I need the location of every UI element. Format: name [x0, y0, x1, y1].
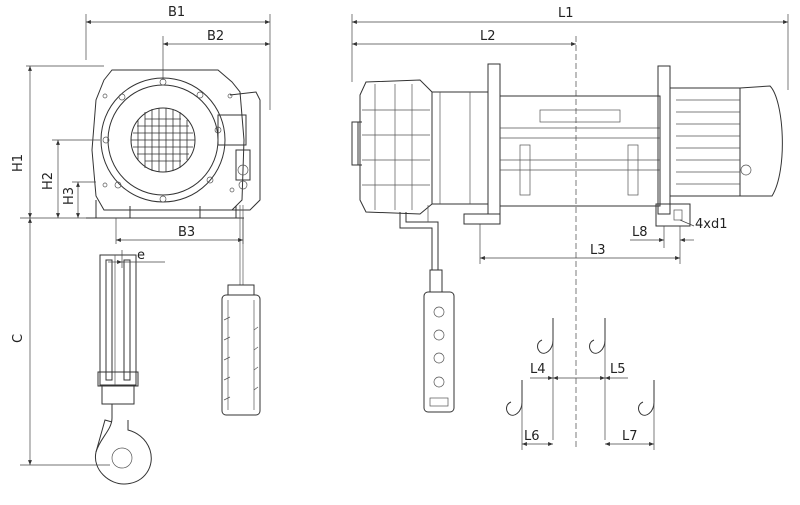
side-view-foot-left [463, 213, 501, 225]
right-dimensions: L1 L2 L3 L8 4xd1 L4 L5 L6 L7 [351, 6, 789, 450]
dim-l7: L7 [622, 429, 638, 444]
dim-l2: L2 [480, 29, 496, 44]
dim-b3: B3 [178, 225, 195, 240]
dim-l5: L5 [610, 362, 626, 377]
end-view-gearbox [229, 91, 261, 211]
dim-l8: L8 [632, 225, 648, 240]
dim-4xd1: 4xd1 [695, 217, 728, 232]
side-view-end-cover [359, 79, 433, 215]
end-view-housing [91, 69, 245, 211]
end-view-bolts [102, 78, 235, 203]
hook-symbol-2 [589, 318, 606, 354]
dim-l3: L3 [590, 243, 606, 258]
side-view-left-flange [487, 63, 501, 215]
pendant-body [221, 294, 261, 416]
side-view-motor-cap [739, 85, 783, 197]
dim-l1: L1 [558, 6, 574, 21]
dim-b1: B1 [168, 5, 185, 20]
pendant-right-body [423, 291, 455, 413]
side-view-coupling [431, 91, 489, 205]
dim-h1: H1 [11, 154, 26, 172]
pendant-control-right [423, 269, 455, 413]
dim-c: C [11, 334, 26, 343]
dim-l4: L4 [530, 362, 546, 377]
fan-grid [131, 108, 195, 172]
side-view-drum [499, 95, 661, 207]
dim-e: e [137, 248, 145, 263]
end-view-hook-block [235, 149, 251, 181]
hook-positions [506, 318, 655, 416]
pendant-control-left [221, 284, 261, 416]
side-view-motor [669, 87, 741, 197]
side-view-foot-right [655, 203, 691, 227]
hook-symbol-1 [537, 318, 554, 354]
dim-l6: L6 [524, 429, 540, 444]
dim-h3: H3 [62, 187, 77, 205]
end-view-foot-left [95, 200, 131, 219]
end-view-foot-right [199, 206, 237, 219]
end-view-motor-box [217, 114, 247, 146]
dim-b2: B2 [207, 29, 224, 44]
side-view [351, 63, 783, 270]
side-view-handle [351, 121, 362, 166]
left-dimensions: B1 B2 H1 H2 H3 B3 e C [11, 5, 271, 466]
dim-h2: H2 [41, 172, 56, 190]
end-view [86, 69, 261, 285]
hook-block-body [99, 254, 137, 386]
hook-symbol-3 [506, 380, 523, 416]
hook-shape [94, 404, 152, 485]
hook-symbol-4 [638, 380, 655, 416]
hook-assembly [94, 254, 152, 485]
side-view-rope-arm [399, 212, 433, 270]
